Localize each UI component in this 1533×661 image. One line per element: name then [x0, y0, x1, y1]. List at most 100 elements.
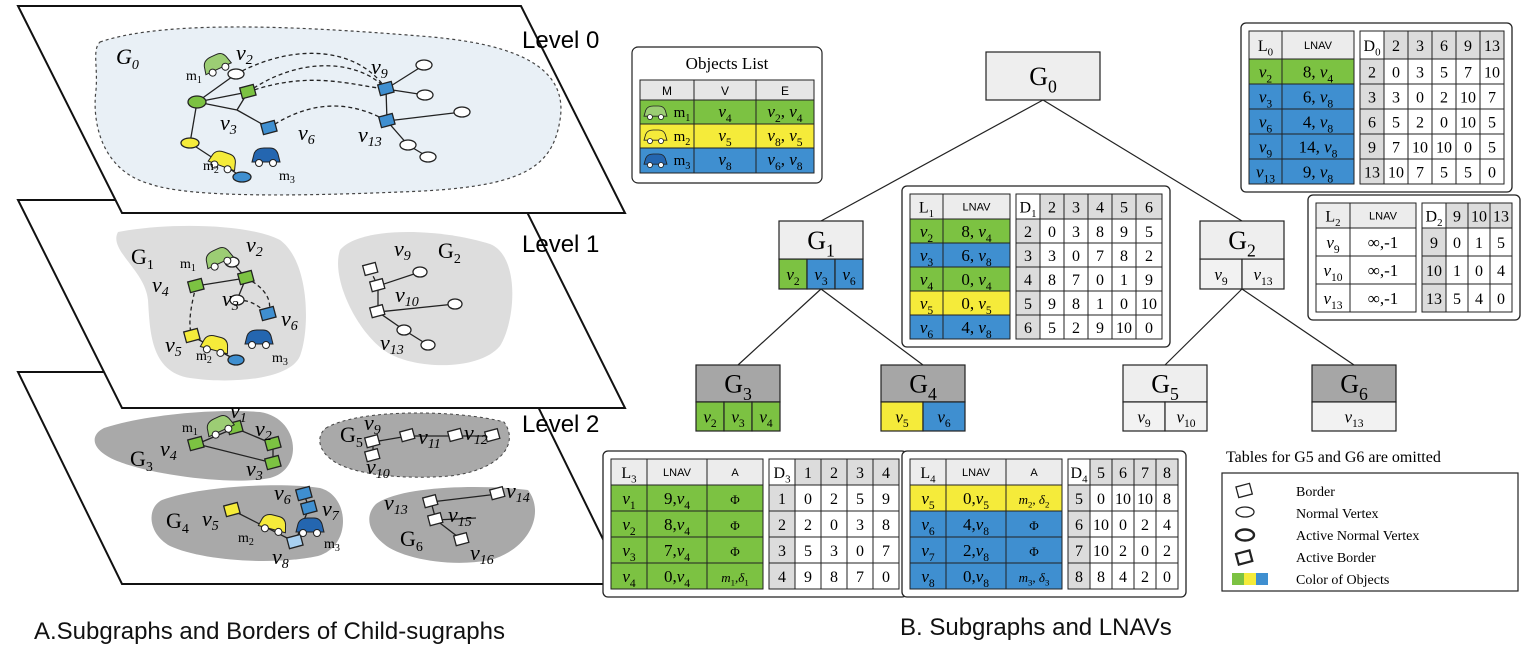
matrix-value: 7: [1464, 65, 1472, 82]
matrix-value: 2: [830, 491, 838, 508]
node-header: [1199, 220, 1285, 260]
matrix-header: 8: [1163, 465, 1171, 482]
tree-edge: [820, 288, 924, 366]
table-cell: [1315, 283, 1351, 313]
level-0-label: Level 0: [522, 27, 599, 54]
table-cell: [942, 290, 1011, 316]
table-cell-text: v3: [622, 541, 636, 564]
tree-edge: [1164, 288, 1243, 366]
matrix-header-cell: [1383, 30, 1409, 60]
matrix-header-cell: [1421, 202, 1447, 229]
objects-list-cell: [755, 147, 815, 174]
table-cell-text: v2: [920, 222, 934, 245]
table-cell: [646, 484, 708, 512]
matrix-value: 13: [1426, 291, 1442, 308]
table-cell-text: 6, v8: [961, 246, 992, 269]
level-2-label: Level 2: [522, 411, 599, 438]
objects-list-title: Objects List: [686, 54, 769, 73]
matrix-header: 2: [1048, 200, 1056, 217]
matrix-value: 2: [1440, 90, 1448, 107]
matrix-header-cell: [1431, 30, 1457, 60]
matrix-header: 3: [856, 465, 864, 482]
matrix-cell: [1015, 266, 1041, 292]
object-edge: v8, v5: [767, 126, 802, 149]
matrix-value: 0: [1453, 235, 1461, 252]
node-cell: [834, 258, 864, 290]
matrix-value: 7: [856, 569, 864, 586]
table-cell-text: 0,v5: [963, 489, 989, 512]
matrix-value: 0: [1497, 291, 1505, 308]
matrix-value: 1: [778, 491, 786, 508]
matrix-value: 9: [882, 491, 890, 508]
matrix-cell: [846, 510, 874, 538]
object-vertex: v5: [718, 126, 732, 149]
matrix-value: 2: [778, 517, 786, 534]
legend: Border Normal Vertex Active Normal Verte…: [1221, 472, 1519, 592]
node-cell: [1241, 258, 1285, 290]
table-cell-text: v7: [921, 541, 935, 564]
node-cell-label: v9: [1137, 407, 1151, 430]
matrix-value: 8: [830, 569, 838, 586]
table-cell: [1281, 58, 1355, 85]
car-icon: [205, 246, 235, 271]
table-header: L2: [1325, 209, 1340, 229]
matrix-header-cell: [1407, 30, 1433, 60]
table-cell-text: v6: [1259, 113, 1273, 136]
table-cell-text: v4: [920, 270, 934, 293]
car-icon: [199, 335, 229, 357]
table-cell: [1281, 83, 1355, 110]
matrix-cell: [1479, 108, 1505, 135]
matrix-header: 6: [1440, 38, 1448, 55]
tree-node-g0: G0: [985, 51, 1101, 101]
node-cell: [1122, 401, 1166, 432]
table-cell: [1349, 283, 1417, 313]
table-header: LNAV: [963, 202, 992, 214]
matrix-cell: [1431, 133, 1457, 160]
matrix-header-cell: [872, 458, 900, 486]
car-icon: [251, 147, 281, 167]
matrix-value: 5: [1440, 65, 1448, 82]
border-symbol-icon: [1235, 482, 1254, 499]
caption-left: A.Subgraphs and Borders of Child-sugraph…: [34, 618, 505, 645]
matrix-cell: [1359, 83, 1385, 110]
matrix-value: 10: [1484, 65, 1500, 82]
object-vertex: v8: [718, 150, 732, 173]
table-cell-text: 9,v4: [664, 489, 690, 512]
matrix-value: 10: [1093, 517, 1109, 534]
matrix-value: 7: [1392, 140, 1400, 157]
car-icon: [244, 329, 274, 349]
car-icon: [643, 153, 668, 169]
table-header: LNAV: [663, 467, 692, 479]
matrix-cell: [1039, 314, 1065, 340]
matrix-value: 2: [1145, 248, 1153, 265]
matrix-value: 3: [1392, 90, 1400, 107]
matrix-value: 2: [804, 517, 812, 534]
objects-list-cell: [693, 147, 757, 174]
table-cell-text: 4, v8: [961, 318, 992, 341]
matrix-value: 1: [1120, 272, 1128, 289]
matrix-cell: [1135, 218, 1163, 244]
matrix-header: 3: [1416, 38, 1424, 55]
node-cell-label: v5: [895, 407, 909, 430]
matrix-value: 3: [1368, 90, 1376, 107]
matrix-cell: [1479, 133, 1505, 160]
node-cell-label: v2: [703, 407, 717, 430]
matrix-value: 8: [1048, 272, 1056, 289]
table-cell-text: 6, v8: [1303, 88, 1334, 111]
matrix-header-cell: [794, 458, 822, 486]
matrix-value: 0: [1119, 517, 1127, 534]
table-cell-text: 0, v5: [961, 294, 992, 317]
table-cell-text: 9, v8: [1303, 163, 1334, 186]
node-cell: [1164, 401, 1208, 432]
car-icon: [206, 414, 236, 439]
table-cell-text: 14, v8: [1299, 138, 1338, 161]
matrix-cell: [1111, 314, 1137, 340]
table-cell: [1349, 227, 1417, 257]
table-cell: [945, 562, 1007, 590]
table-header: LNAV: [1304, 40, 1333, 52]
matrix-header: 5: [1120, 200, 1128, 217]
